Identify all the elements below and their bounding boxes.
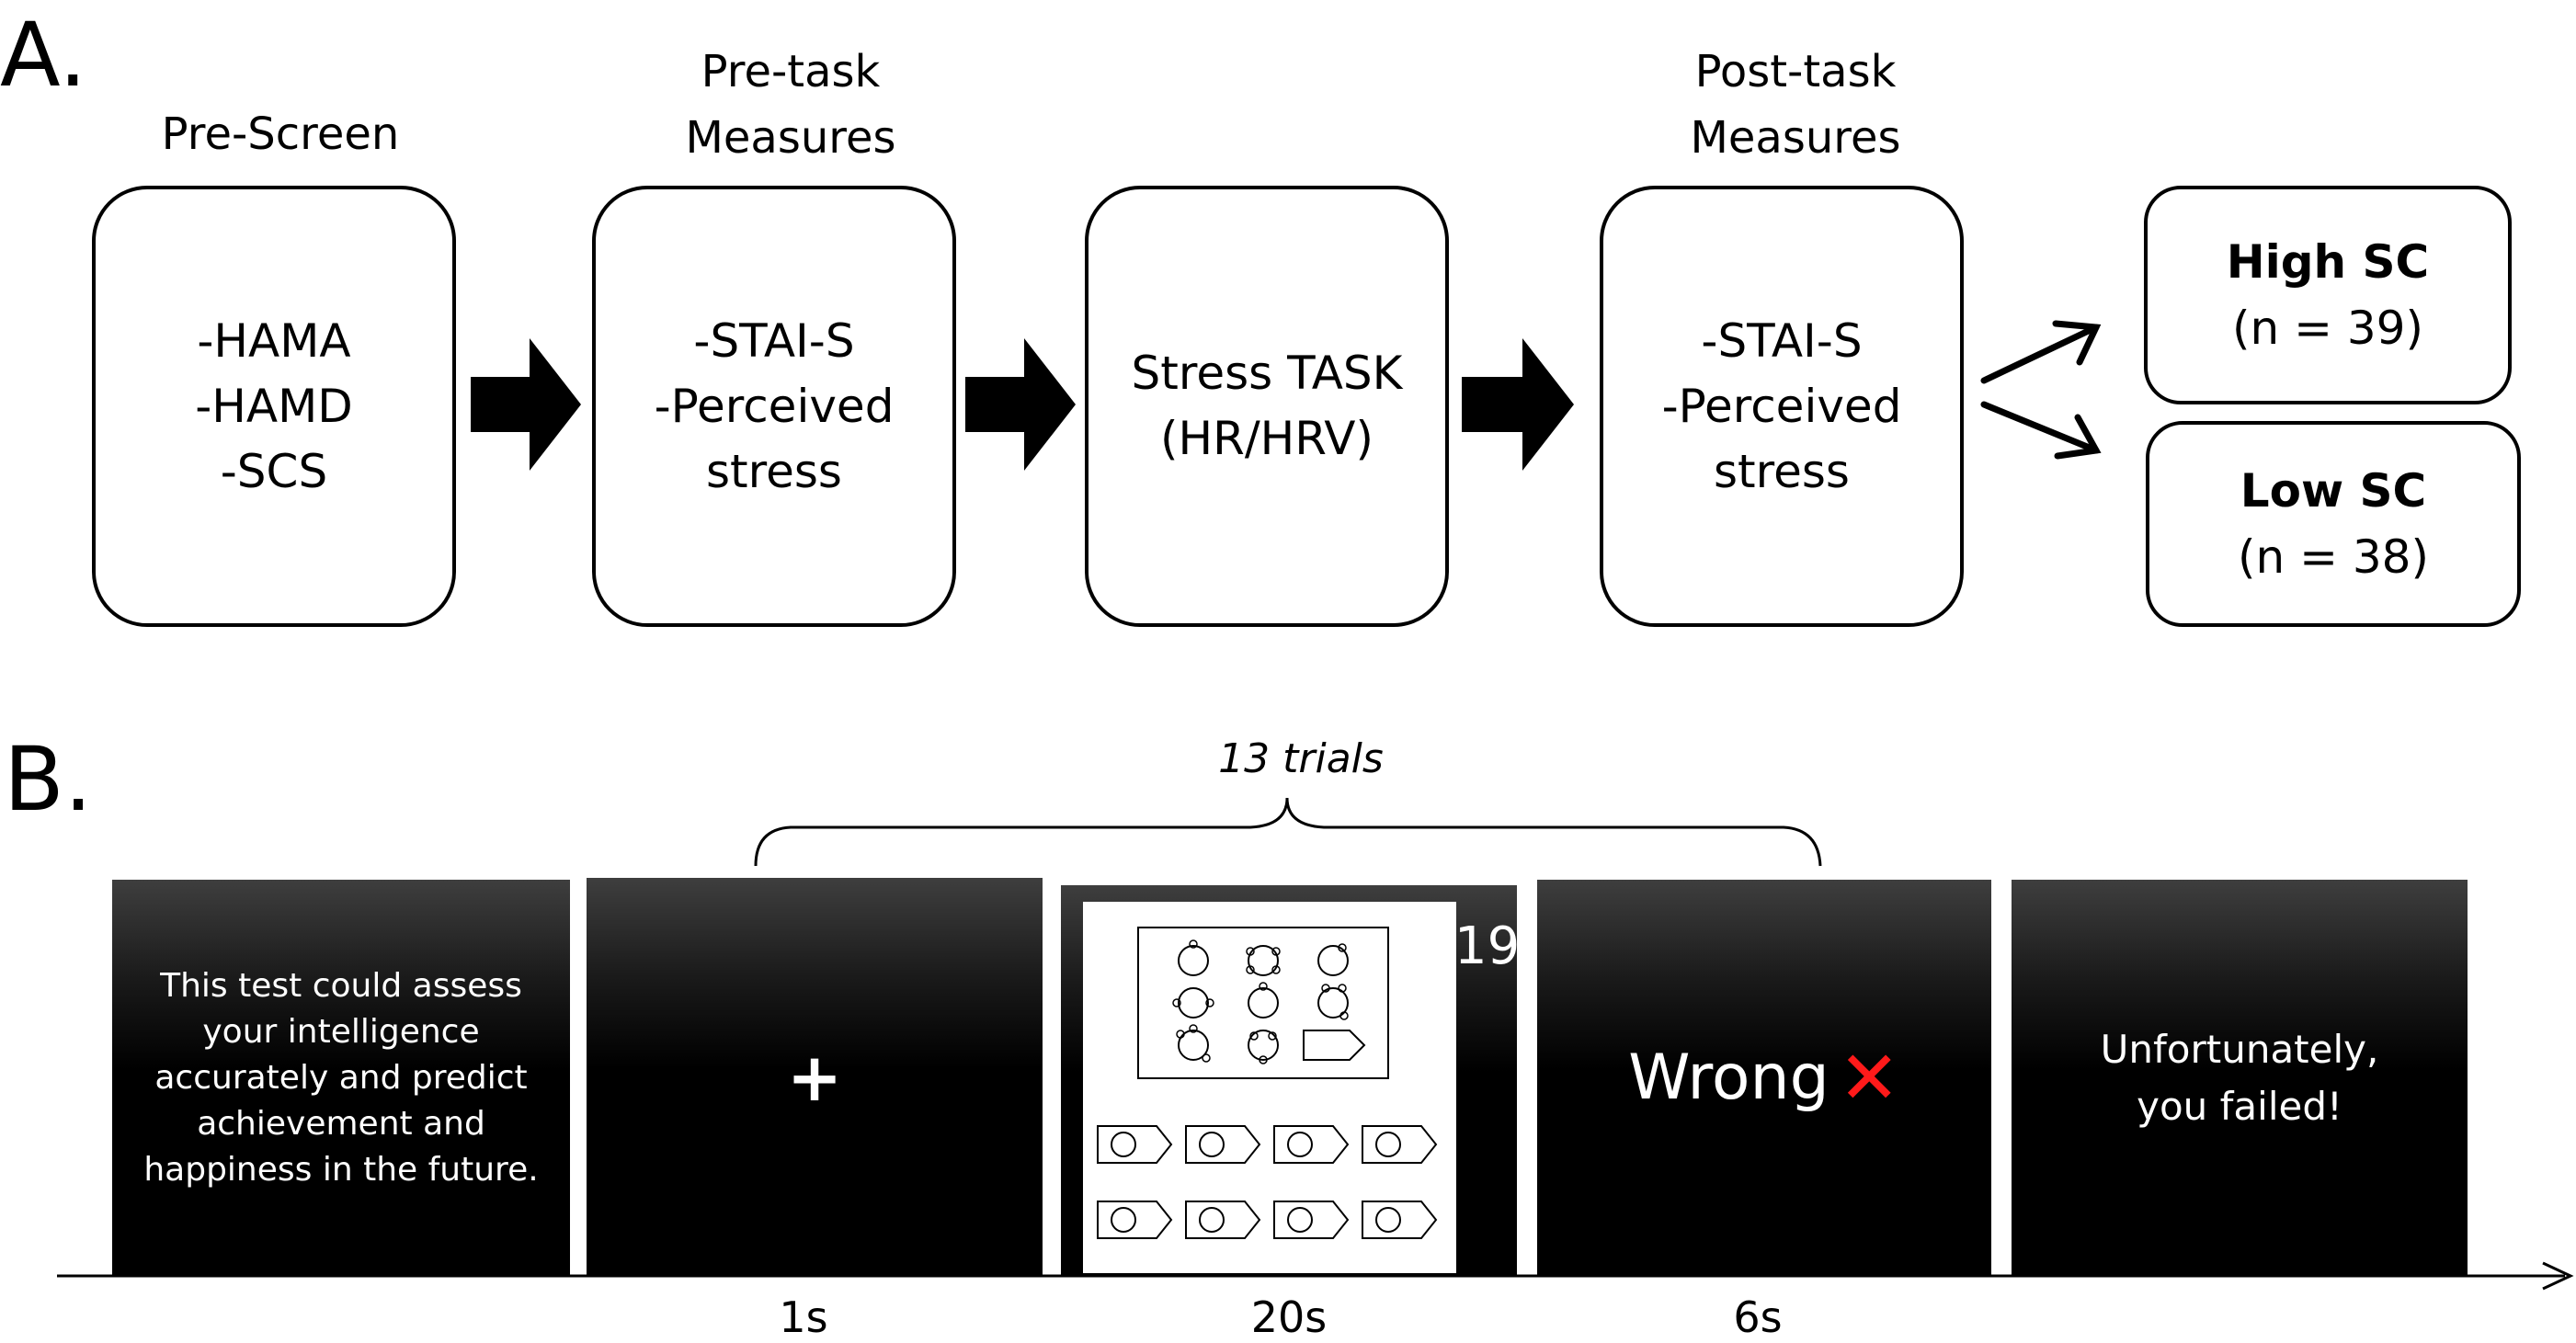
puzzle-card: 1 2 3 4 5 6 7 8: [1083, 902, 1456, 1273]
stage-line: -SCS: [220, 444, 328, 498]
intro-line: This test could assess: [160, 966, 522, 1005]
panel-label-a: A.: [0, 4, 87, 107]
stage-title-line: Measures: [685, 112, 896, 164]
timeline-graphics: [57, 797, 2574, 1291]
stage-line: -HAMD: [195, 379, 353, 433]
split-arrow-up: [1980, 320, 2102, 384]
stage-box-prescreen: -HAMA -HAMD -SCS: [92, 186, 456, 627]
outcome-count: (n = 38): [2237, 530, 2429, 584]
outcome-count: (n = 39): [2231, 302, 2423, 355]
stage-title-pretask: Pre-task Measures: [593, 39, 988, 171]
trials-label: 13 trials: [1218, 735, 1384, 782]
option-label-6: 6: [1206, 1185, 1214, 1200]
screen-result: Unfortunately, you failed!: [2012, 880, 2468, 1276]
result-line: you failed!: [2137, 1083, 2342, 1129]
option-label-7: 7: [1294, 1185, 1303, 1200]
intro-line: accurately and predict: [154, 1058, 528, 1097]
stage-box-pretask: -STAI-S -Perceived stress: [592, 186, 956, 627]
wrong-x-icon: ✕: [1838, 1034, 1900, 1121]
outcome-name: High SC: [2226, 235, 2430, 289]
option-label-3: 3: [1294, 1110, 1303, 1124]
screen-puzzle: 1 2 3 4 5 6 7 8 19: [1061, 885, 1521, 1276]
result-line: Unfortunately,: [2100, 1026, 2379, 1072]
stage-line: stress: [1714, 444, 1850, 498]
stage-line: -STAI-S: [1701, 313, 1863, 368]
duration-puzzle: 20s: [1250, 1292, 1328, 1342]
outcome-box-low-sc: Low SC (n = 38): [2146, 421, 2521, 627]
intro-line: happiness in the future.: [143, 1150, 539, 1189]
stage-title-line: Pre-Screen: [161, 108, 400, 160]
panel-label-b: B.: [4, 728, 93, 831]
countdown-timer: 19: [1454, 916, 1521, 976]
split-arrow-down: [1980, 401, 2102, 460]
stage-line: Stress TASK: [1131, 347, 1403, 400]
stage-line: -Perceived: [654, 379, 895, 433]
matrix-puzzle-figure: [1097, 927, 1438, 1239]
trials-brace: [754, 797, 1822, 867]
time-axis-arrowhead: [2542, 1261, 2574, 1291]
block-arrow-2: [965, 338, 1076, 471]
outcome-name: Low SC: [2240, 464, 2427, 518]
stage-line: -HAMA: [197, 313, 351, 368]
option-label-5: 5: [1118, 1185, 1126, 1200]
stage-title-posttask: Post-task Measures: [1598, 39, 1993, 171]
stage-title-line: Post-task: [1694, 46, 1897, 97]
stage-line: stress: [706, 444, 842, 498]
flow-arrows: [471, 320, 2102, 471]
duration-feedback: 6s: [1733, 1292, 1783, 1342]
fixation-cross: +: [786, 1038, 843, 1116]
feedback-word: Wrong: [1628, 1041, 1829, 1114]
option-label-8: 8: [1383, 1185, 1391, 1200]
outcome-box-high-sc: High SC (n = 39): [2144, 186, 2512, 404]
screen-intro: This test could assess your intelligence…: [112, 880, 570, 1276]
stage-box-posttask: -STAI-S -Perceived stress: [1600, 186, 1964, 627]
block-arrow-3: [1462, 338, 1574, 471]
stage-line: -Perceived: [1661, 379, 1902, 433]
intro-line: achievement and: [197, 1104, 485, 1143]
screen-fixation: +: [587, 878, 1043, 1276]
block-arrow-1: [471, 338, 581, 471]
stage-title-line: Measures: [1690, 112, 1901, 164]
stage-line: (HR/HRV): [1159, 412, 1373, 465]
option-label-1: 1: [1118, 1110, 1126, 1124]
duration-fixation: 1s: [779, 1292, 828, 1342]
stage-box-stress-task: Stress TASK (HR/HRV): [1085, 186, 1449, 627]
screen-feedback: Wrong ✕: [1537, 880, 1991, 1276]
option-label-4: 4: [1383, 1110, 1391, 1124]
stage-title-line: Pre-task: [701, 46, 881, 97]
stage-line: -STAI-S: [693, 313, 855, 368]
stage-title-prescreen: Pre-Screen: [92, 101, 469, 167]
option-label-2: 2: [1206, 1110, 1214, 1124]
intro-line: your intelligence: [202, 1012, 480, 1051]
